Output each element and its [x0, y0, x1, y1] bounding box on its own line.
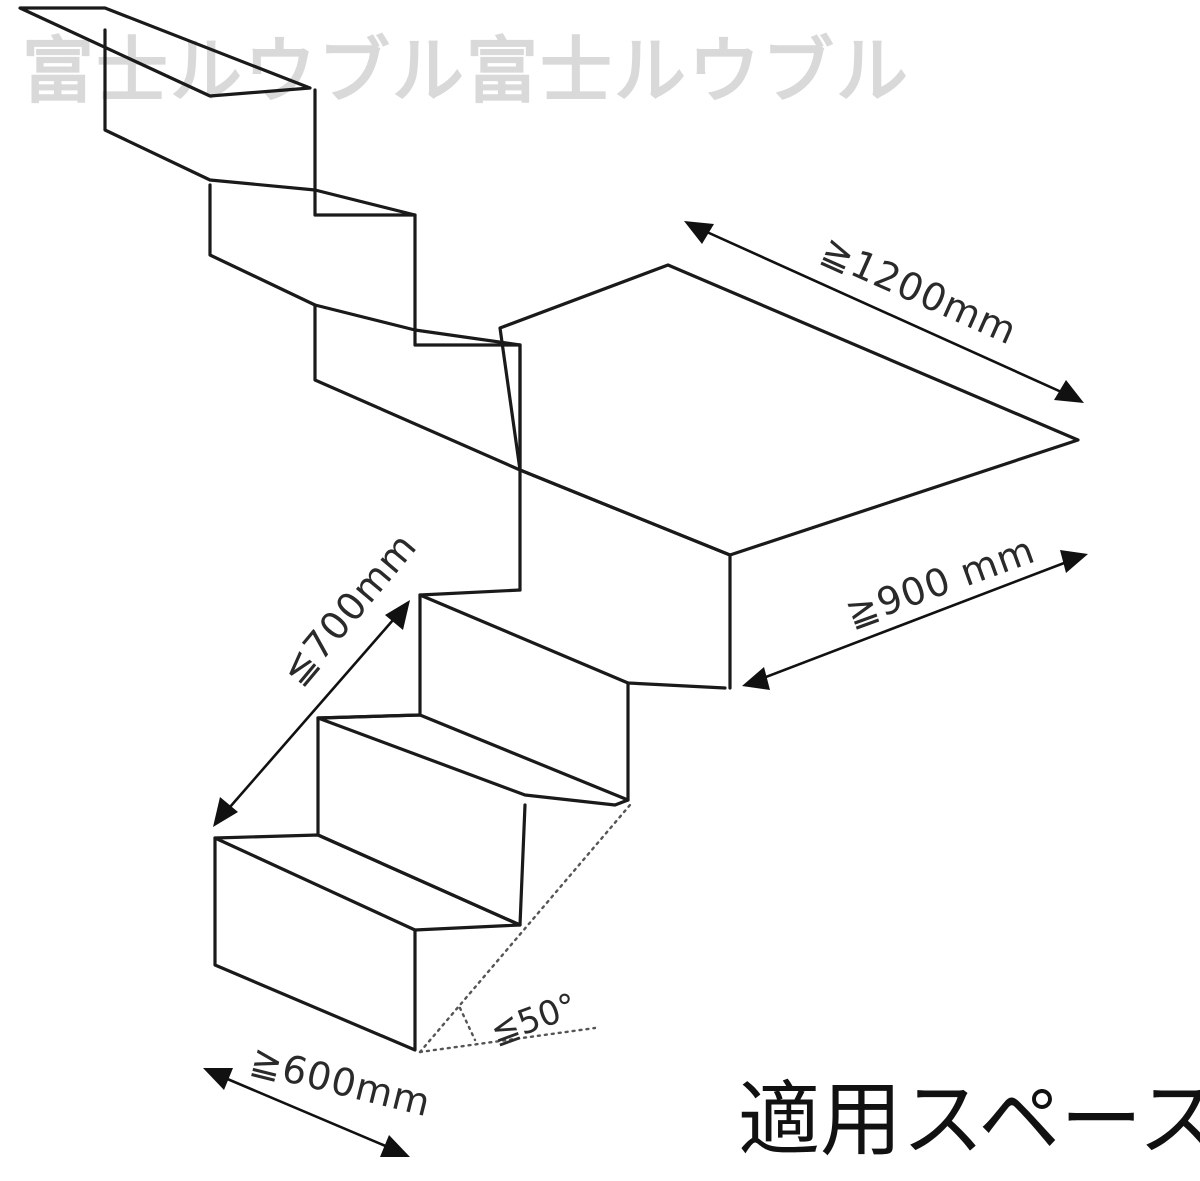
upper-step-3-tread-edge: [413, 328, 522, 347]
dim-flight-length-line: [222, 611, 401, 816]
landing: [498, 263, 1080, 690]
upper-flight: [18, 6, 522, 472]
dim-landing-depth: ≧900 mm: [742, 528, 1088, 690]
dim-step-width: ≧600mm: [203, 1038, 435, 1157]
arrow-right-icon: [1054, 380, 1084, 403]
dim-landing-length: ≧1200mm: [684, 221, 1084, 403]
dim-step-width-line: [217, 1073, 396, 1152]
upper-step-3: [313, 303, 522, 472]
lower-step-3-tread: [213, 833, 522, 932]
arrow-right-icon: [380, 1135, 410, 1157]
upper-step-2: [208, 183, 417, 332]
arrow-right-icon: [385, 600, 410, 630]
dim-landing-length-line: [697, 226, 1069, 397]
dim-landing-depth-line: [757, 558, 1073, 682]
landing-front-face: [518, 468, 732, 690]
caption-text: 適用スペース: [738, 1073, 1200, 1168]
top-step-riser: [103, 28, 317, 192]
arrow-right-icon: [1060, 550, 1088, 573]
arrow-left-icon: [742, 667, 770, 690]
landing-top: [498, 263, 1080, 557]
lower-flight: [213, 588, 727, 1052]
upper-step-2-tread-edge: [313, 188, 417, 217]
arrow-left-icon: [684, 221, 714, 244]
lower-step-2-riser: [316, 716, 527, 927]
dim-step-width-label: ≧600mm: [246, 1038, 436, 1125]
top-step-tread: [18, 6, 312, 98]
horizontal-reference-line: [418, 1026, 597, 1054]
angle-label: ≦50°: [485, 986, 582, 1054]
slope-line: [418, 803, 632, 1054]
arrow-left-icon: [213, 797, 238, 827]
lower-step-3-body: [213, 836, 417, 1052]
dim-landing-length-label: ≧1200mm: [814, 228, 1023, 353]
lower-step-2-tread: [316, 713, 630, 807]
dim-landing-depth-label: ≧900 mm: [840, 528, 1041, 637]
watermark-text: 富士ルウブル富士ルウブル: [22, 29, 910, 113]
arrow-left-icon: [203, 1068, 233, 1090]
lower-step-1: [418, 588, 727, 690]
angle-tick-line: [458, 1006, 477, 1042]
